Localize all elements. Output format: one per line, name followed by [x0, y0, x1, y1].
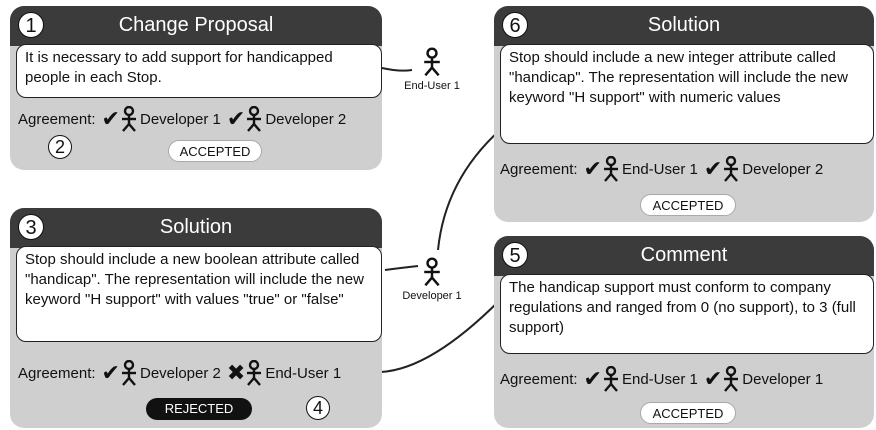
person-icon: [724, 156, 739, 182]
link-developer-card6: [437, 129, 501, 251]
party-name: End-User 1: [621, 160, 698, 178]
card-body: Stop should include a new integer attrib…: [500, 44, 874, 144]
check-icon: ✔: [101, 106, 120, 131]
status-badge: ACCEPTED: [168, 140, 262, 162]
person-icon: [121, 360, 136, 386]
person-icon: [603, 156, 618, 182]
party: ✔ End-User 1: [584, 366, 698, 392]
check-icon: ✔: [226, 106, 246, 131]
agreement-label: Agreement:: [18, 110, 96, 128]
agreement-row: Agreement: ✔ Developer 1 ✔ Developer 2: [18, 106, 352, 132]
party-name: End-User 1: [265, 364, 342, 382]
card-solution-accepted: 6 Solution Stop should include a new int…: [494, 6, 874, 222]
party: ✔ Developer 1: [102, 106, 221, 132]
card-change-proposal: 1 Change Proposal It is necessary to add…: [10, 6, 382, 170]
card-header: 1 Change Proposal: [10, 6, 382, 46]
check-icon: ✔: [583, 366, 602, 391]
agreement-row: Agreement: ✔ End-User 1 ✔ Developer 1: [500, 366, 829, 392]
party-name: End-User 1: [621, 370, 698, 388]
card-title: Solution: [647, 14, 721, 36]
actor-end-user: End-User 1: [392, 44, 472, 92]
link-card3-card5: [379, 299, 501, 373]
person-icon: [424, 47, 440, 77]
card-body: The handicap support must conform to com…: [500, 274, 874, 354]
party: ✔ End-User 1: [584, 156, 698, 182]
check-icon: ✔: [703, 156, 723, 181]
card-number: 6: [502, 12, 528, 38]
status-badge: ACCEPTED: [640, 402, 736, 424]
party-name: Developer 1: [139, 110, 221, 128]
party: ✔ Developer 2: [704, 156, 823, 182]
person-icon: [121, 106, 136, 132]
party-name: Developer 1: [742, 370, 824, 388]
person-icon: [247, 106, 262, 132]
card-body: Stop should include a new boolean attrib…: [16, 246, 382, 342]
agreement-label: Agreement:: [18, 364, 96, 382]
check-icon: ✔: [101, 360, 120, 385]
card-title: Change Proposal: [118, 14, 274, 36]
check-icon: ✔: [583, 156, 602, 181]
party: ✔ Developer 2: [102, 360, 221, 386]
link-card3-developer: [384, 265, 419, 271]
callout-number: 2: [48, 135, 72, 159]
card-body: It is necessary to add support for handi…: [16, 44, 382, 98]
party-name: Developer 2: [265, 110, 347, 128]
status-badge: REJECTED: [146, 398, 252, 420]
party: ✔ Developer 1: [704, 366, 823, 392]
actor-developer: Developer 1: [392, 254, 472, 302]
person-icon: [247, 360, 262, 386]
agreement-row: Agreement: ✔ End-User 1 ✔ Developer 2: [500, 156, 829, 182]
card-comment: 5 Comment The handicap support must conf…: [494, 236, 874, 428]
card-title: Solution: [159, 216, 233, 238]
link-card1-enduser: [381, 67, 413, 72]
actor-label: End-User 1: [404, 80, 460, 92]
card-header: 5 Comment: [494, 236, 874, 276]
card-header: 3 Solution: [10, 208, 382, 248]
actor-label: Developer 1: [402, 290, 462, 302]
check-icon: ✔: [703, 366, 723, 391]
agreement-label: Agreement:: [500, 370, 578, 388]
card-number: 3: [18, 214, 44, 240]
agreement-row: Agreement: ✔ Developer 2 ✖ End-User 1: [18, 360, 347, 386]
party-name: Developer 2: [742, 160, 824, 178]
person-icon: [603, 366, 618, 392]
status-badge: ACCEPTED: [640, 194, 736, 216]
cross-icon: ✖: [226, 360, 246, 385]
card-title: Comment: [640, 244, 728, 266]
agreement-label: Agreement:: [500, 160, 578, 178]
party: ✖ End-User 1: [227, 360, 341, 386]
card-solution-rejected: 3 Solution Stop should include a new boo…: [10, 208, 382, 428]
party: ✔ Developer 2: [227, 106, 346, 132]
card-number: 1: [18, 12, 44, 38]
party-name: Developer 2: [139, 364, 221, 382]
card-number: 5: [502, 242, 528, 268]
card-header: 6 Solution: [494, 6, 874, 46]
callout-number: 4: [306, 396, 330, 420]
person-icon: [724, 366, 739, 392]
person-icon: [424, 257, 440, 287]
